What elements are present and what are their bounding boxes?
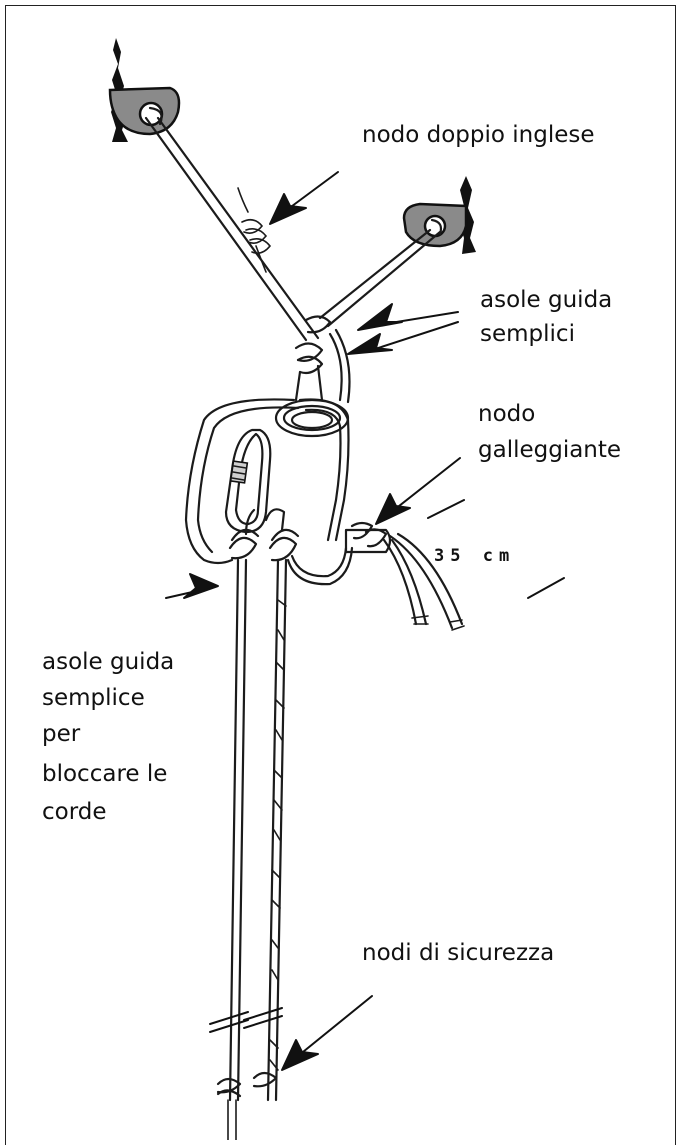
label-floating-knot-line1: nodo	[478, 398, 535, 430]
label-double-fishermans: nodo doppio inglese	[362, 118, 595, 152]
label-guide-loops-line1: asole guida	[480, 284, 612, 316]
junction-knots	[296, 316, 350, 402]
label-lock-loop-line4: bloccare le	[42, 758, 167, 790]
arrow-lock-loops	[166, 574, 218, 598]
label-lock-loop-line1: asole guida	[42, 646, 174, 678]
lock-loop-knots	[230, 509, 298, 560]
arrow-safety-knots	[282, 996, 372, 1070]
label-measurement: 35 cm	[434, 545, 515, 567]
label-safety-knots: nodi di sicurezza	[362, 936, 554, 970]
label-lock-loop-line5: corde	[42, 796, 107, 828]
floating-knot	[288, 523, 464, 630]
arrow-guide-loops	[348, 304, 458, 354]
label-lock-loop-line3: per	[42, 718, 80, 750]
double-fishermans-knot	[238, 188, 270, 272]
arrow-double-fishermans	[270, 172, 338, 224]
arrow-floating-knot	[376, 458, 460, 524]
left-anchor	[110, 38, 179, 142]
label-guide-loops-line2: semplici	[480, 318, 575, 350]
rope-bundle	[186, 399, 349, 563]
left-anchor-ring-icon	[140, 103, 162, 125]
descending-ropes	[210, 560, 286, 1140]
label-floating-knot-line2: galleggiante	[478, 434, 621, 466]
label-lock-loop-line2: semplice	[42, 682, 145, 714]
